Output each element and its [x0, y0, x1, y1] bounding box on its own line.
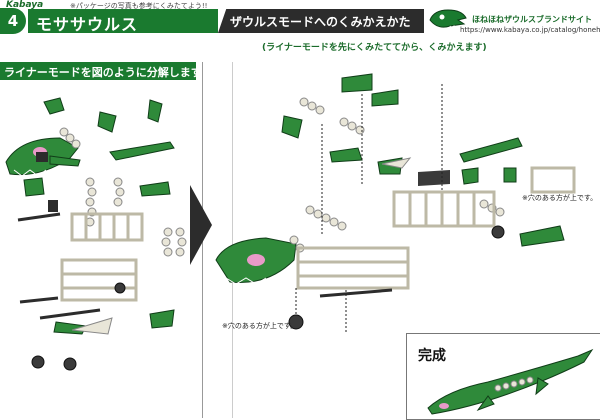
package-note: ※パッケージの写真も参考にくみたてよう!!: [70, 2, 208, 10]
brand-logo: Kabaya: [6, 0, 44, 10]
hole-note-upper: ※穴のある方が上です。: [522, 194, 598, 202]
page-subtitle: ザウルスモードへのくみかえかた: [230, 15, 411, 29]
page-title: モササウルス: [36, 15, 139, 34]
step-number-badge: 4: [0, 8, 26, 34]
transition-arrow: [190, 185, 212, 265]
disassembled-parts-illustration: [5, 97, 187, 371]
completed-mosasaurus-illustration: [427, 348, 594, 415]
brand-site-name: ほねほねザウルスブランドサイト: [472, 15, 592, 24]
completed-label: 完成: [418, 348, 446, 364]
disassembly-instruction: ライナーモードを図のように分解します: [4, 66, 202, 79]
brand-site-url[interactable]: https://www.kabaya.co.jp/catalog/honehon…: [460, 26, 600, 34]
assembly-panel: [232, 62, 600, 418]
subtitle-bar: [218, 9, 424, 33]
assembly-illustration: [215, 73, 576, 334]
hole-note-lower: ※穴のある方が上です。: [222, 322, 298, 330]
subtitle-note: (ライナーモードを先にくみたててから、くみかえます): [262, 43, 487, 53]
disassembly-header: [0, 62, 196, 80]
title-bar: [28, 9, 218, 33]
dinosaur-skull-icon: [429, 9, 467, 32]
